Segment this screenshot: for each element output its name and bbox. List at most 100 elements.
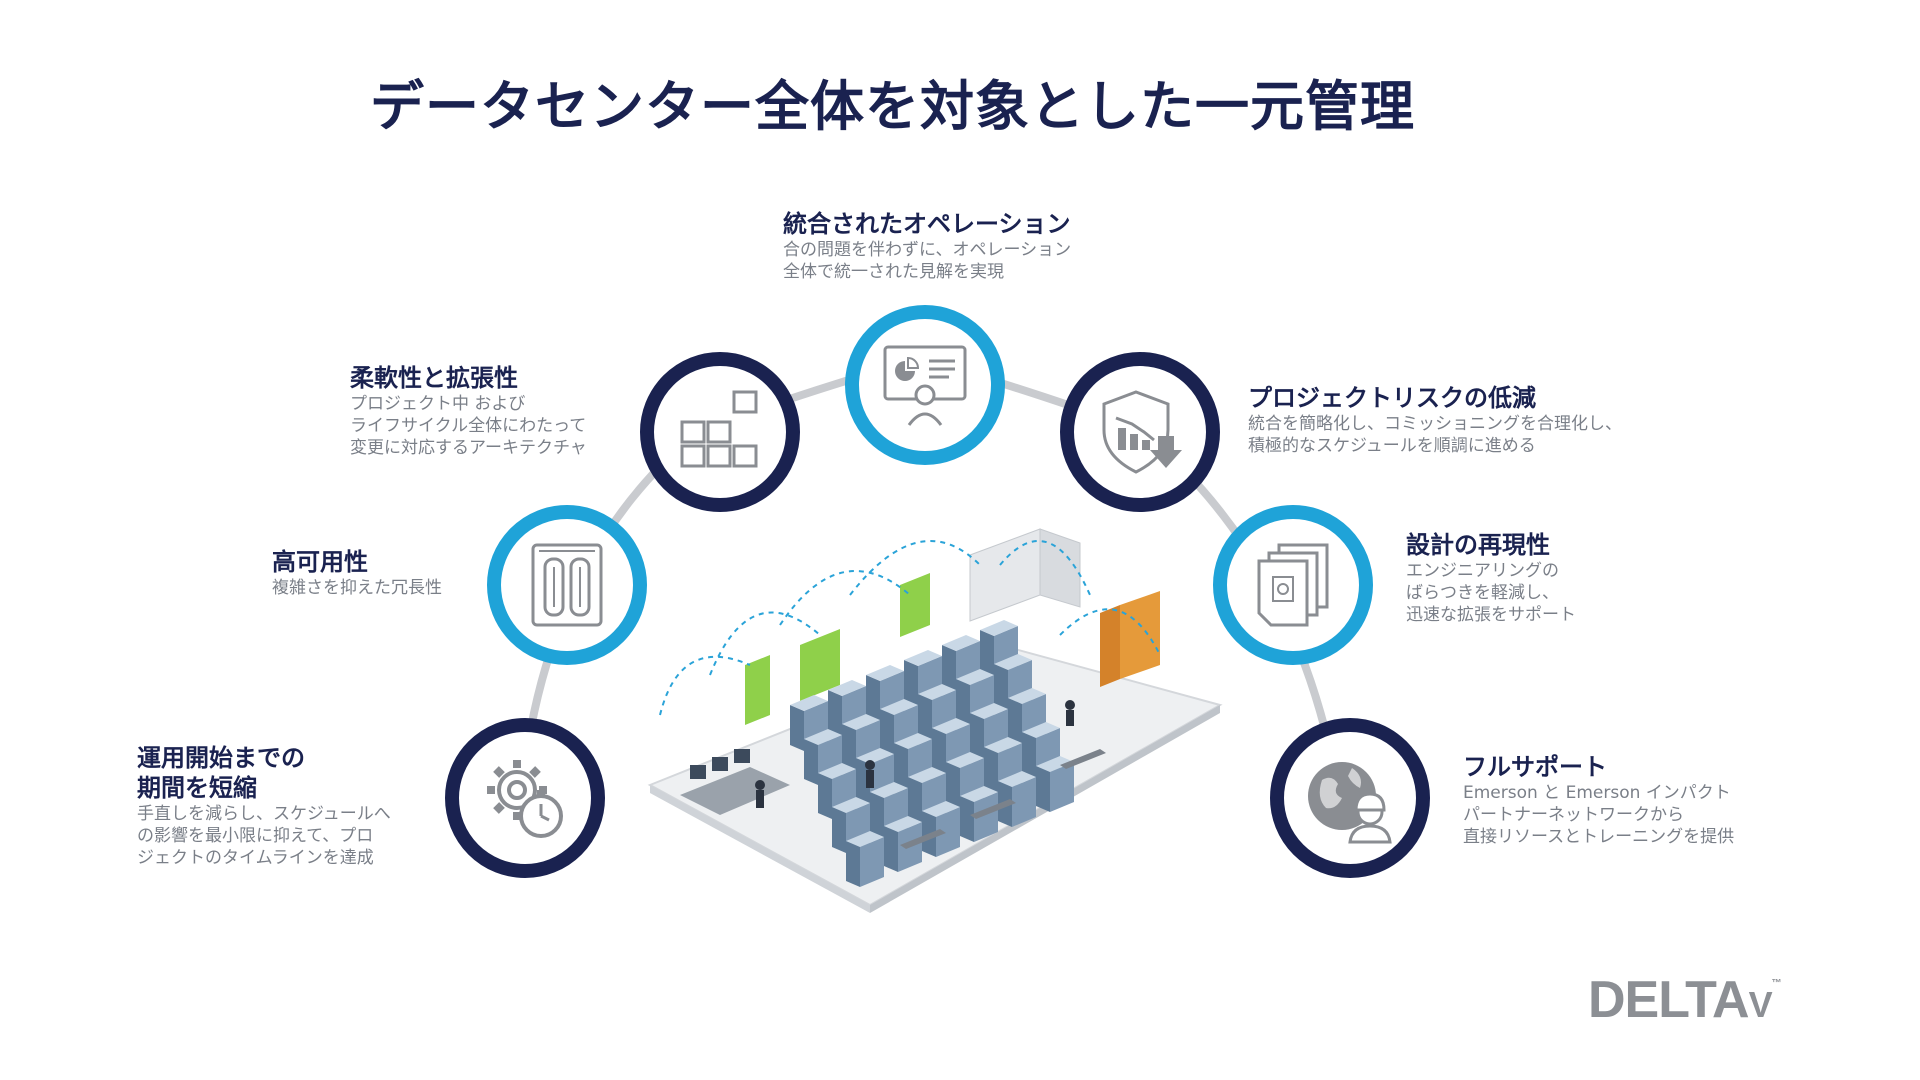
page-title: データセンター全体を対象とした一元管理: [370, 75, 1415, 138]
rack-top: [984, 737, 1022, 753]
feature-full-support: フルサポート Emerson と Emerson インパクト パートナーネットワ…: [1463, 752, 1734, 848]
rack-front: [790, 705, 804, 751]
redundant-controller-icon: [531, 543, 603, 627]
feature-heading: 統合されたオペレーション: [783, 210, 1071, 238]
rack-top: [818, 763, 856, 779]
logo-v: V: [1748, 984, 1773, 1025]
rack-top: [922, 801, 960, 817]
rack-front: [1008, 698, 1022, 744]
dashboard-presenter-icon: [883, 345, 967, 426]
rack-top: [998, 771, 1036, 787]
rack-front: [994, 664, 1008, 710]
modular-blocks-icon: [680, 390, 758, 468]
rack-top: [1022, 722, 1060, 738]
rack-top: [904, 650, 942, 666]
rack-top: [846, 831, 884, 847]
rack-top: [980, 620, 1018, 636]
feature-desc-line: 変更に対応するアーキテクチャ: [350, 438, 587, 458]
feature-desc-line: 全体で統一された見解を実現: [783, 262, 1004, 282]
rack-front: [1022, 732, 1036, 778]
rack-top: [932, 718, 970, 734]
rack-top: [1036, 756, 1074, 772]
gear-stopwatch-icon: [487, 760, 563, 838]
document-stack-icon: [1257, 543, 1329, 627]
rack-top: [908, 767, 946, 783]
rack-front: [866, 675, 880, 721]
shield-down-chart-icon: [1102, 390, 1182, 474]
design-reproducibility-circle: [1213, 505, 1373, 665]
rack-top: [894, 733, 932, 749]
feature-desc-line: 複雑さを抑えた冗長性: [272, 578, 442, 598]
feature-desc-line: 積極的なスケジュールを順調に進める: [1248, 436, 1536, 456]
rack-front: [828, 690, 842, 736]
globe-engineer-icon: [1308, 762, 1392, 844]
feature-heading: 運用開始までの: [137, 744, 305, 772]
rack-top: [994, 654, 1032, 670]
rack-front: [970, 713, 984, 759]
high-availability-circle: [487, 505, 647, 665]
rack-top: [956, 669, 994, 685]
feature-desc-line: 統合を簡略化し、コミッショニングを合理化し、: [1248, 414, 1622, 434]
rack-top: [918, 684, 956, 700]
rack-top: [870, 782, 908, 798]
deltav-logo: DELTAV™: [1588, 970, 1782, 1030]
feature-risk-reduction: プロジェクトリスクの低減 統合を簡略化し、コミッショニングを合理化し、 積極的な…: [1248, 383, 1622, 457]
feature-desc-line: 迅速な拡張をサポート: [1406, 605, 1576, 625]
rack-front: [856, 758, 870, 804]
rack-front: [960, 796, 974, 842]
rack-front: [1036, 766, 1050, 812]
risk-reduction-circle: [1060, 352, 1220, 512]
feature-heading: 設計の再現性: [1406, 531, 1550, 559]
rack-top: [946, 752, 984, 768]
feature-flexibility: 柔軟性と拡張性 プロジェクト中 および ライフサイクル全体にわたって 変更に対応…: [350, 363, 587, 459]
rack-front: [904, 660, 918, 706]
feature-startup-time: 運用開始までの 期間を短縮 手直しを減らし、スケジュールへ の影響を最小限に抑え…: [137, 743, 391, 869]
feature-desc-line: ジェクトのタイムラインを達成: [137, 848, 374, 868]
rack-top: [880, 699, 918, 715]
rack-top: [866, 665, 904, 681]
rack-top: [960, 786, 998, 802]
rack-top: [970, 703, 1008, 719]
rack-front: [846, 841, 860, 887]
rack-top: [856, 748, 894, 764]
feature-desc-line: 合の問題を伴わずに、オペレーション: [783, 240, 1072, 260]
rack-front: [894, 743, 908, 789]
flexibility-circle: [640, 352, 800, 512]
feature-heading: 高可用性: [272, 548, 368, 576]
logo-text: DELTA: [1588, 971, 1750, 1029]
rack-front: [908, 777, 922, 823]
rack-top: [828, 680, 866, 696]
rack-top: [942, 635, 980, 651]
rack-front: [946, 762, 960, 808]
rack-side: [936, 807, 960, 857]
rack-top: [790, 695, 828, 711]
startup-time-circle: [445, 718, 605, 878]
integrated-operations-circle: [845, 305, 1005, 465]
rack-side: [1012, 777, 1036, 827]
feature-desc-line: 手直しを減らし、スケジュールへ: [137, 804, 391, 824]
feature-heading: フルサポート: [1463, 753, 1607, 781]
rack-front: [832, 807, 846, 853]
rack-front: [880, 709, 894, 755]
feature-heading: 期間を短縮: [137, 774, 257, 802]
rack-front: [984, 747, 998, 793]
feature-desc-line: 直接リソースとトレーニングを提供: [1463, 827, 1735, 847]
feature-desc-line: エンジニアリングの: [1406, 561, 1559, 581]
logo-trademark: ™: [1771, 978, 1782, 989]
data-center-illustration: [647, 528, 1223, 913]
feature-heading: 柔軟性と拡張性: [350, 364, 518, 392]
feature-desc-line: プロジェクト中 および: [350, 394, 526, 414]
feature-desc-line: ばらつきを軽減し、: [1406, 583, 1559, 603]
rack-front: [804, 739, 818, 785]
feature-desc-line: パートナーネットワークから: [1463, 805, 1684, 825]
feature-desc-line: ライフサイクル全体にわたって: [350, 416, 587, 436]
rack-top: [832, 797, 870, 813]
feature-desc-line: Emerson と Emerson インパクト: [1463, 783, 1731, 803]
feature-heading: プロジェクトリスクの低減: [1248, 384, 1536, 412]
rack-front: [918, 694, 932, 740]
rack-side: [974, 792, 998, 842]
rack-front: [842, 724, 856, 770]
rack-front: [818, 773, 832, 819]
rack-top: [884, 816, 922, 832]
rack-front: [870, 792, 884, 838]
